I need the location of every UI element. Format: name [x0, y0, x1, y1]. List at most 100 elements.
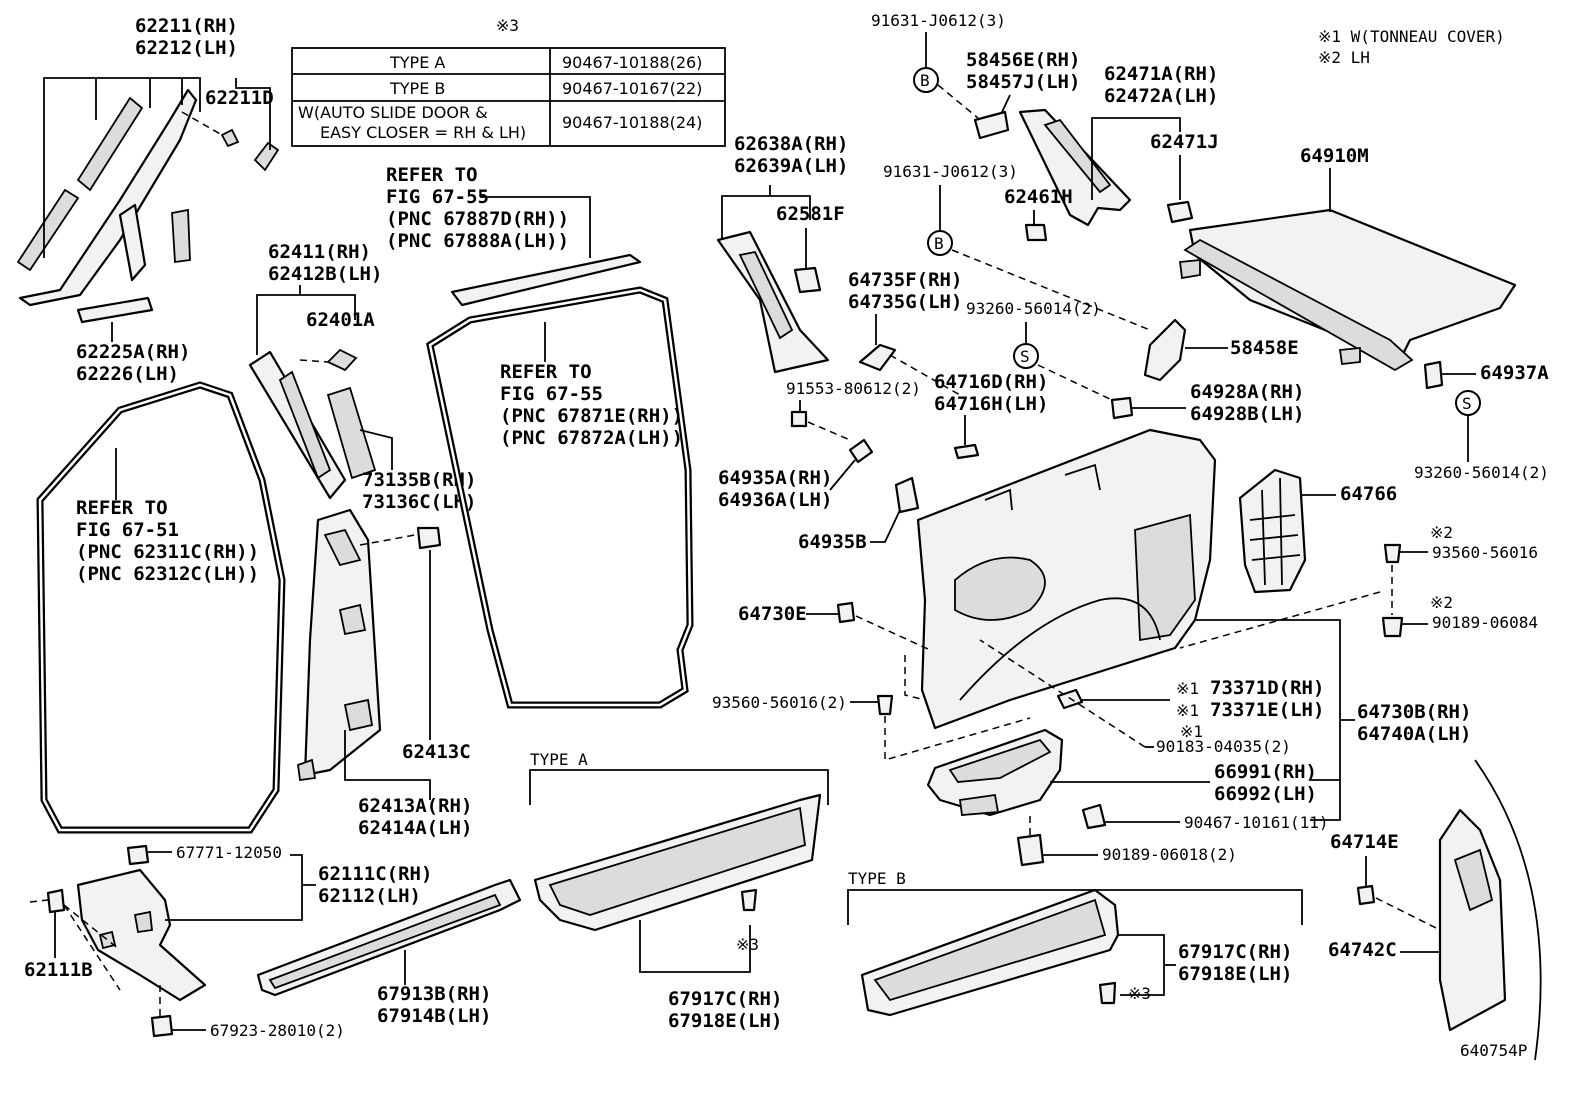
label-67771: 67771-12050: [176, 843, 282, 862]
label-66991: 66991(RH): [1214, 761, 1317, 783]
table-type-b: TYPE B: [389, 79, 445, 98]
circle-b-1: B: [920, 71, 930, 90]
label-73135b: 73135B(RH): [362, 469, 476, 491]
label-62581f: 62581F: [776, 203, 845, 225]
label-93260-2: 93260-56014(2): [1414, 463, 1549, 482]
label-93260-1: 93260-56014(2): [966, 299, 1101, 318]
scuff-plate: [256, 878, 522, 997]
label-73136c: 73136C(LH): [362, 491, 476, 513]
label-62639a: 62639A(LH): [734, 155, 848, 177]
circle-s-2: S: [1462, 394, 1472, 413]
nut-90189-a: [1381, 616, 1404, 638]
front-door-seal: [36, 381, 286, 834]
label-62471j: 62471J: [1150, 131, 1219, 153]
label-64730b: 64730B(RH): [1357, 701, 1471, 723]
ref-ws-top-2: FIG 67-55: [386, 186, 489, 208]
label-64928b: 64928B(LH): [1190, 403, 1304, 425]
label-64910m: 64910M: [1300, 145, 1369, 167]
label-67913b: 67913B(RH): [377, 983, 491, 1005]
screw-93560-b: [876, 694, 894, 716]
label-64735g: 64735G(LH): [848, 291, 962, 313]
clip-64928a: [1110, 396, 1134, 420]
table-part-b: 90467-10167(22): [562, 79, 702, 98]
label-67923: 67923-28010(2): [210, 1021, 345, 1040]
label-93560-a: 93560-56016: [1432, 543, 1538, 562]
label-64936a: 64936A(LH): [718, 489, 832, 511]
label-93560-b: 93560-56016(2): [712, 693, 847, 712]
label-64735f: 64735F(RH): [848, 269, 962, 291]
ref-front-seal-1: REFER TO: [76, 497, 168, 519]
label-62412b: 62412B(LH): [268, 263, 382, 285]
label-62225a: 62225A(RH): [76, 341, 190, 363]
d-pillar-bracket: [973, 110, 1010, 140]
fastener-table: ※3 TYPE A 90467-10188(26) TYPE B 90467-1…: [291, 16, 726, 147]
ref-door-seal-2: FIG 67-55: [500, 383, 603, 405]
label-62211: 62211(RH): [135, 15, 238, 37]
label-73371e: 73371E(LH): [1210, 699, 1324, 721]
type-a-label: TYPE A: [530, 750, 588, 769]
bracket-58458e: [1143, 318, 1187, 382]
mark2-a: ※2: [1430, 523, 1453, 542]
label-67918e-b: 67918E(LH): [1178, 963, 1292, 985]
label-64742c: 64742C: [1328, 939, 1397, 961]
clip-90467-b: [1081, 803, 1107, 830]
label-64730e: 64730E: [738, 603, 807, 625]
mark3-b: ※3: [1128, 984, 1151, 1003]
rear-lower-panel: [1438, 759, 1542, 1061]
label-62111c: 62111C(RH): [318, 863, 432, 885]
label-62638a: 62638A(RH): [734, 133, 848, 155]
note-1: ※1 W(TONNEAU COVER): [1318, 27, 1505, 46]
d-pillar-upper-garnish: [1018, 108, 1194, 227]
ref-ws-top-3: (PNC 67887D(RH)): [386, 208, 569, 230]
mark1-c: ※1: [1180, 722, 1203, 741]
table-type-c-line1: W(AUTO SLIDE DOOR &: [298, 103, 488, 122]
ref-door-seal-3: (PNC 67871E(RH)): [500, 405, 683, 427]
label-62211d: 62211D: [205, 87, 274, 109]
quarter-trim-panel: [916, 428, 1217, 730]
label-62461h: 62461H: [1004, 186, 1073, 208]
clip-64716d: [953, 443, 980, 460]
label-73371d: 73371D(RH): [1210, 677, 1324, 699]
label-62471a: 62471A(RH): [1104, 63, 1218, 85]
label-67917c-b: 67917C(RH): [1178, 941, 1292, 963]
mark2-b: ※2: [1430, 593, 1453, 612]
ref-front-seal-3: (PNC 62311C(RH)): [76, 541, 259, 563]
label-62226: 62226(LH): [76, 363, 179, 385]
label-67914b: 67914B(LH): [377, 1005, 491, 1027]
clip-64730e: [836, 601, 856, 624]
bracket-64735f: [858, 343, 897, 372]
label-62414a: 62414A(LH): [358, 817, 472, 839]
label-62112: 62112(LH): [318, 885, 421, 907]
ref-ws-top-4: (PNC 67888A(LH)): [386, 230, 569, 252]
rear-console-box: [926, 728, 1064, 817]
figure-id: 640754P: [1460, 1041, 1527, 1060]
mark3-a: ※3: [736, 935, 759, 954]
b-pillar-upper-garnish: [248, 348, 377, 500]
tonneau-cover: [1178, 208, 1517, 372]
label-91631-2: 91631-J0612(3): [883, 162, 1018, 181]
label-91553: 91553-80612(2): [786, 379, 921, 398]
label-90189-b: 90189-06018(2): [1102, 845, 1237, 864]
label-66992: 66992(LH): [1214, 783, 1317, 805]
label-62111b: 62111B: [24, 959, 93, 981]
slide-door-opening-seal: [426, 286, 694, 709]
label-90183: 90183-04035(2): [1156, 737, 1291, 756]
label-62472a: 62472A(LH): [1104, 85, 1218, 107]
label-62413a: 62413A(RH): [358, 795, 472, 817]
label-64714e: 64714E: [1330, 831, 1399, 853]
label-58457j: 58457J(LH): [966, 71, 1080, 93]
label-90467-b: 90467-10161(11): [1184, 813, 1329, 832]
ref-ws-top-1: REFER TO: [386, 164, 478, 186]
c-pillar-garnish: [716, 230, 830, 374]
label-91631-1: 91631-J0612(3): [871, 11, 1006, 30]
type-b-label: TYPE B: [848, 869, 906, 888]
label-58456e: 58456E(RH): [966, 49, 1080, 71]
a-pillar-garnish: [16, 88, 280, 324]
slide-door-top-weatherstrip: [450, 253, 642, 307]
ref-front-seal-4: (PNC 62312C(LH)): [76, 563, 259, 585]
b-pillar-lower-garnish: [297, 508, 442, 782]
clip-62461h: [1024, 223, 1048, 242]
ref-door-seal-4: (PNC 67872A(LH)): [500, 427, 683, 449]
circle-s-1: S: [1020, 347, 1030, 366]
ref-door-seal-1: REFER TO: [500, 361, 592, 383]
